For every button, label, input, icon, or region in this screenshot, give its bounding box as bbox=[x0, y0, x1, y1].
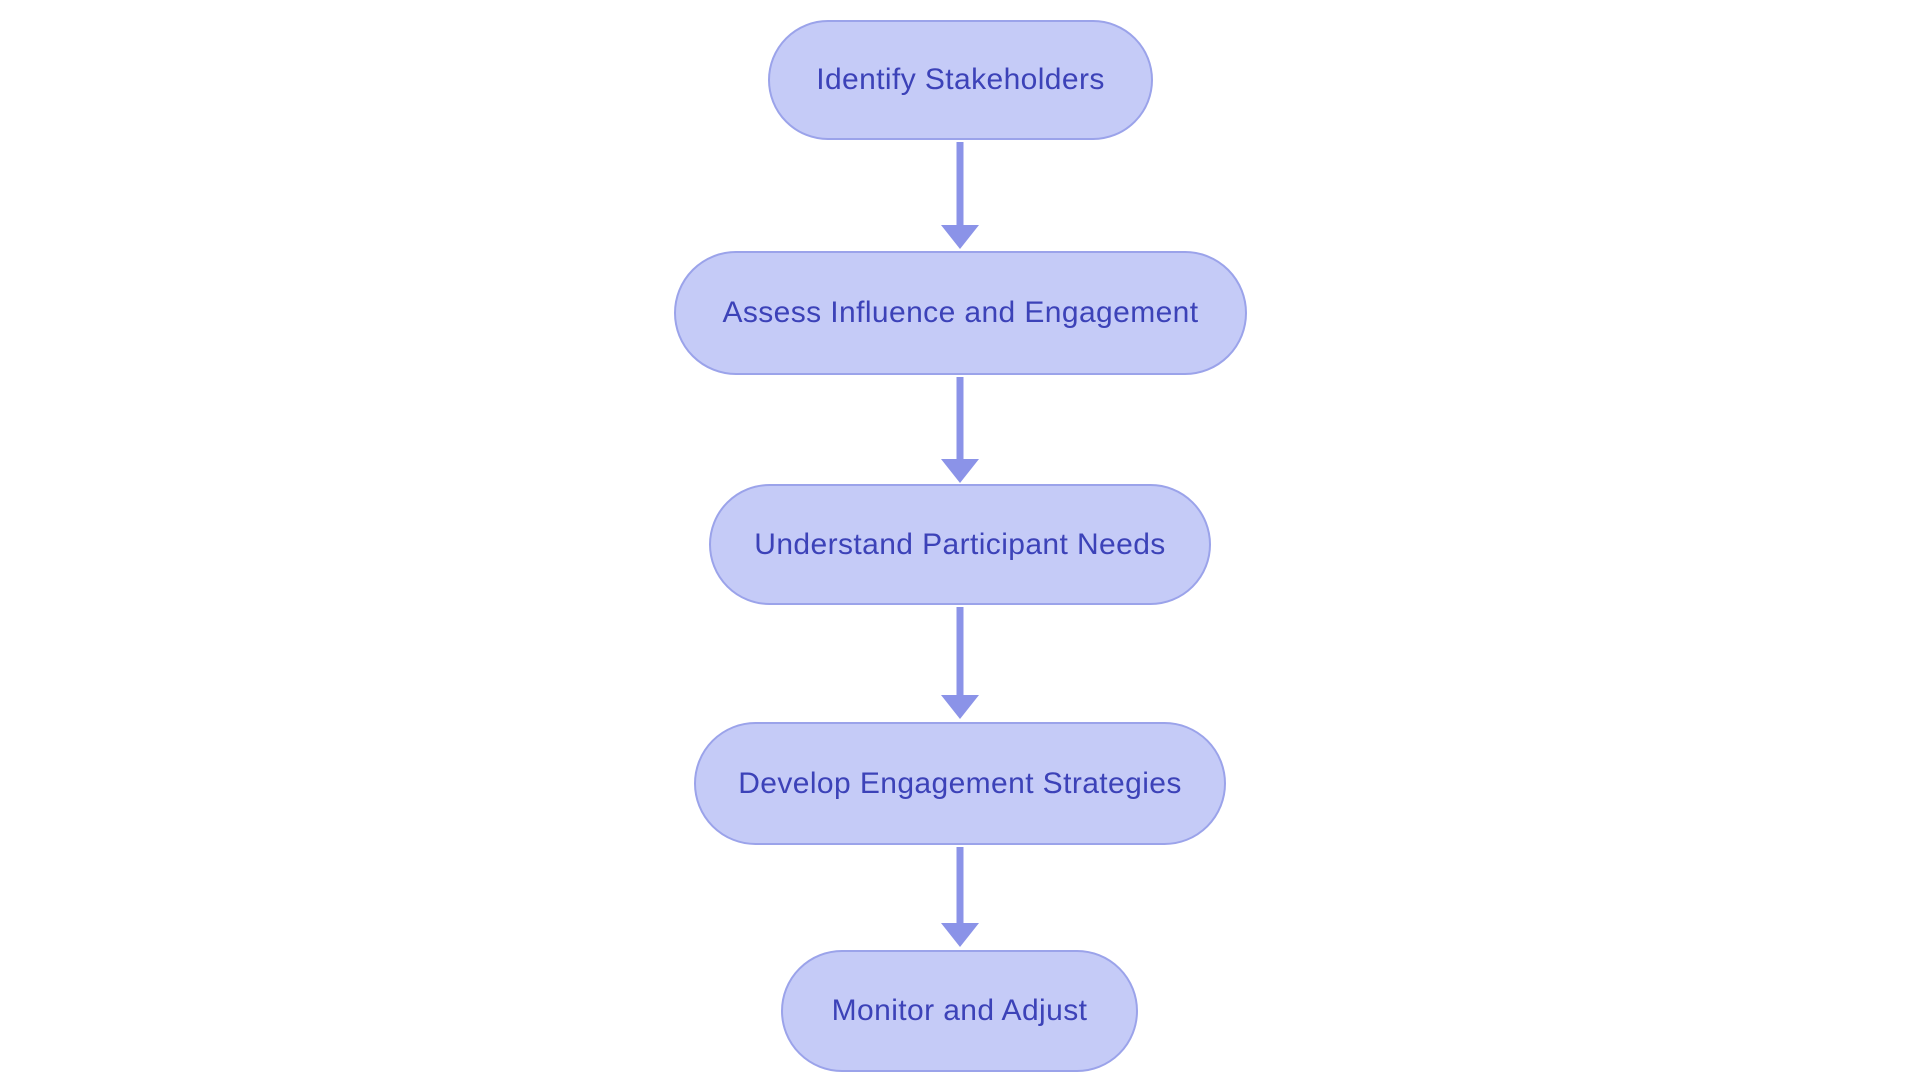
flow-node-understand-participant-needs: Understand Participant Needs bbox=[709, 484, 1211, 605]
arrow-down-icon bbox=[941, 923, 979, 947]
flow-node-label: Monitor and Adjust bbox=[831, 994, 1088, 1027]
arrow-down-icon bbox=[941, 225, 979, 249]
arrow-stem bbox=[956, 847, 964, 925]
flow-node-monitor-and-adjust: Monitor and Adjust bbox=[781, 950, 1138, 1072]
arrow-stem bbox=[956, 377, 964, 461]
arrow-stem bbox=[956, 607, 964, 697]
flow-node-label: Identify Stakeholders bbox=[816, 63, 1105, 96]
flow-node-label: Understand Participant Needs bbox=[754, 527, 1166, 561]
flow-arrow-1 bbox=[941, 142, 979, 249]
arrow-stem bbox=[956, 142, 964, 227]
flow-node-assess-influence-and-engagement: Assess Influence and Engagement bbox=[674, 251, 1247, 375]
flow-node-develop-engagement-strategies: Develop Engagement Strategies bbox=[694, 722, 1226, 845]
flow-arrow-3 bbox=[941, 607, 979, 719]
flow-node-identify-stakeholders: Identify Stakeholders bbox=[768, 20, 1153, 140]
flow-arrow-4 bbox=[941, 847, 979, 947]
flow-arrow-2 bbox=[941, 377, 979, 483]
arrow-down-icon bbox=[941, 459, 979, 483]
arrow-down-icon bbox=[941, 695, 979, 719]
flow-node-label: Develop Engagement Strategies bbox=[738, 766, 1182, 800]
flow-node-label: Assess Influence and Engagement bbox=[722, 296, 1199, 329]
